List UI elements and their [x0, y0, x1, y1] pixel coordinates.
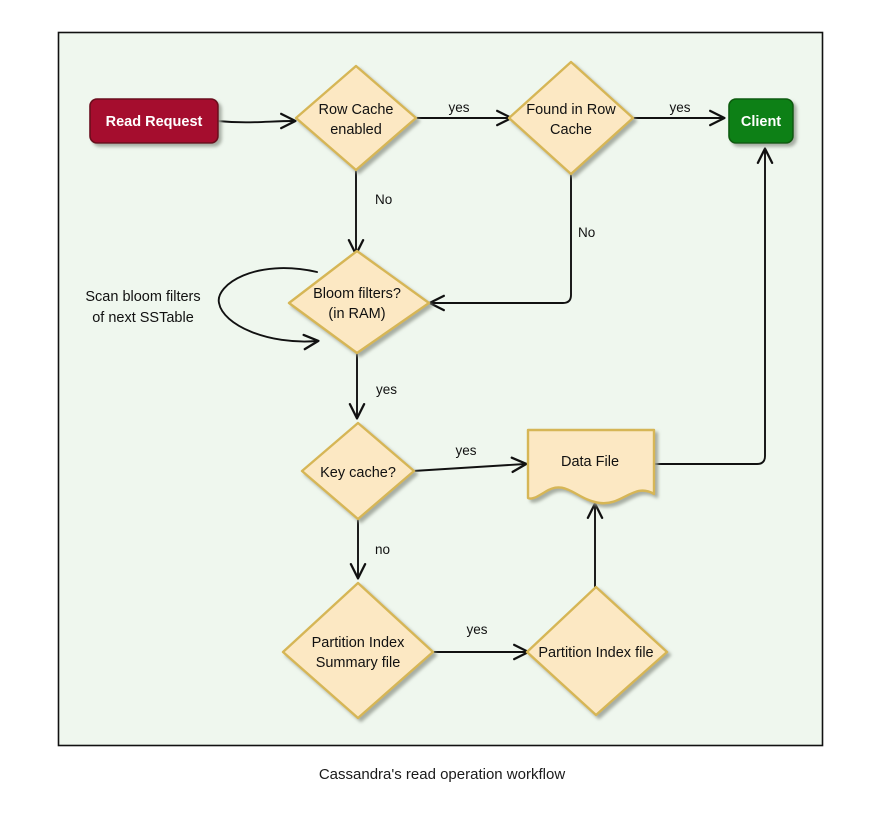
node-data-file[interactable]: Data File [526, 428, 656, 505]
edge-label-keycache-yes: yes [455, 443, 476, 458]
edge-found-no [428, 167, 572, 312]
data-file-shape [526, 428, 656, 505]
edge-label-found-no: No [578, 225, 595, 240]
diagram-panel [57, 31, 824, 747]
edge-labels-layer: yes No yes No yes yes no yes [375, 100, 691, 637]
found-in-row-cache-label-line1: Found in Row [526, 102, 616, 118]
row-cache-enabled-label-line1: Row Cache [319, 102, 394, 118]
client-label: Client [741, 114, 781, 130]
edge-label-partition-yes: yes [466, 622, 487, 637]
node-client[interactable]: Client [728, 98, 794, 144]
bloom-filters-label-line1: Bloom filters? [313, 286, 401, 302]
data-file-label: Data File [561, 454, 619, 470]
edge-label-rowcache-no: No [375, 192, 392, 207]
found-in-row-cache-shape [507, 60, 635, 176]
node-partition-index-summary[interactable]: Partition Index Summary file [281, 581, 435, 720]
partition-index-summary-label-line2: Summary file [316, 655, 401, 671]
edge-label-found-yes: yes [669, 100, 690, 115]
node-partition-index-file[interactable]: Partition Index file [525, 585, 669, 717]
partition-index-file-label: Partition Index file [538, 645, 653, 661]
key-cache-label: Key cache? [320, 465, 396, 481]
row-cache-enabled-shape [294, 64, 418, 172]
node-bloom-filters[interactable]: Bloom filters? (in RAM) [287, 249, 431, 355]
read-request-shape [89, 98, 219, 144]
partition-index-file-shape [525, 585, 669, 717]
annotation-scan-bloom-filters: Scan bloom filters of next SSTable [85, 289, 200, 326]
found-in-row-cache-label-line2: Cache [550, 122, 592, 138]
key-cache-shape [300, 421, 416, 521]
partition-index-summary-shape [281, 581, 435, 720]
diagram-caption: Cassandra's read operation workflow [318, 766, 566, 783]
bloom-filters-shape [287, 249, 431, 355]
edge-label-keycache-no: no [375, 542, 390, 557]
edge-datafile-to-client [651, 147, 774, 465]
bloom-filters-label-line2: (in RAM) [328, 306, 385, 322]
edge-bloom-selfloop [217, 267, 320, 351]
partition-index-summary-label-line1: Partition Index [312, 635, 405, 651]
edge-label-bloom-yes: yes [376, 382, 397, 397]
client-shape [728, 98, 794, 144]
scan-loop-label-line1: Scan bloom filters [85, 289, 200, 305]
node-found-in-row-cache[interactable]: Found in Row Cache [507, 60, 635, 176]
edges-layer [216, 109, 774, 661]
edge-label-rowcache-yes: yes [448, 100, 469, 115]
node-row-cache-enabled[interactable]: Row Cache enabled [294, 64, 418, 172]
read-request-label: Read Request [106, 114, 203, 130]
node-key-cache[interactable]: Key cache? [300, 421, 416, 521]
row-cache-enabled-label-line2: enabled [330, 122, 382, 138]
node-read-request[interactable]: Read Request [89, 98, 219, 144]
scan-loop-label-line2: of next SSTable [92, 310, 194, 326]
edge-keycache-yes [412, 456, 528, 474]
edge-read-to-rowcache [216, 112, 297, 130]
